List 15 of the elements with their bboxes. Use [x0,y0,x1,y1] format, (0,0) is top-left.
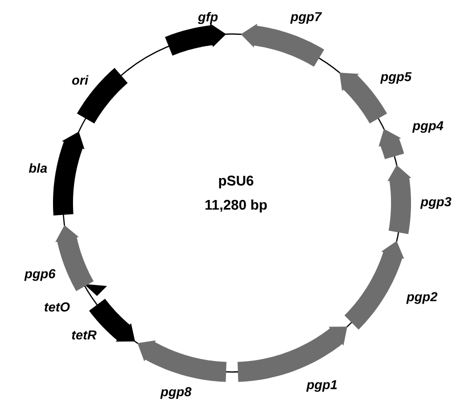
gene-label: pgp3 [420,197,452,209]
gene-label: pgp4 [412,121,444,133]
gene-label: pgp5 [380,72,412,84]
gene-label: tetR [72,330,96,340]
gene-label: pgp7 [290,12,322,24]
gene-label: pgp2 [406,292,438,304]
plasmid-size: 11,280 bp [205,200,267,212]
gene-label: bla [28,163,47,173]
gene-label: pgp8 [160,387,192,399]
gene-label: ori [72,75,88,85]
gene-label: pgp6 [24,269,56,281]
gene-label: tetO [44,302,70,312]
gene-label: pgp1 [306,380,337,392]
gene-label: gfp [198,12,218,24]
plasmid-name: pSU6 [219,176,254,188]
